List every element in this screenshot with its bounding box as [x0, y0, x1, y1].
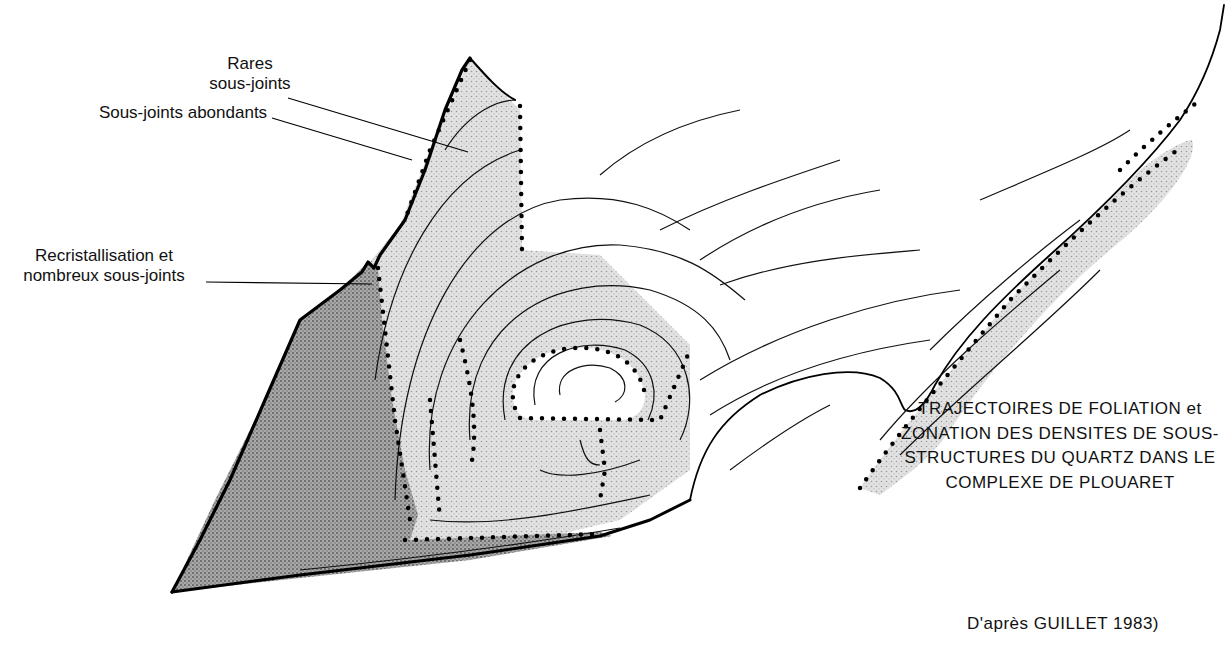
map-caption: TRAJECTOIRES DE FOLIATION et ZONATION DE…	[895, 397, 1225, 496]
zone-label: Sous-joints abondants	[88, 103, 278, 123]
source-note: D'après GUILLET 1983)	[918, 612, 1208, 637]
zone-label: Recristallisation et nombreux sous-joint…	[6, 246, 202, 287]
zone-label: Rares sous-joints	[205, 54, 295, 95]
